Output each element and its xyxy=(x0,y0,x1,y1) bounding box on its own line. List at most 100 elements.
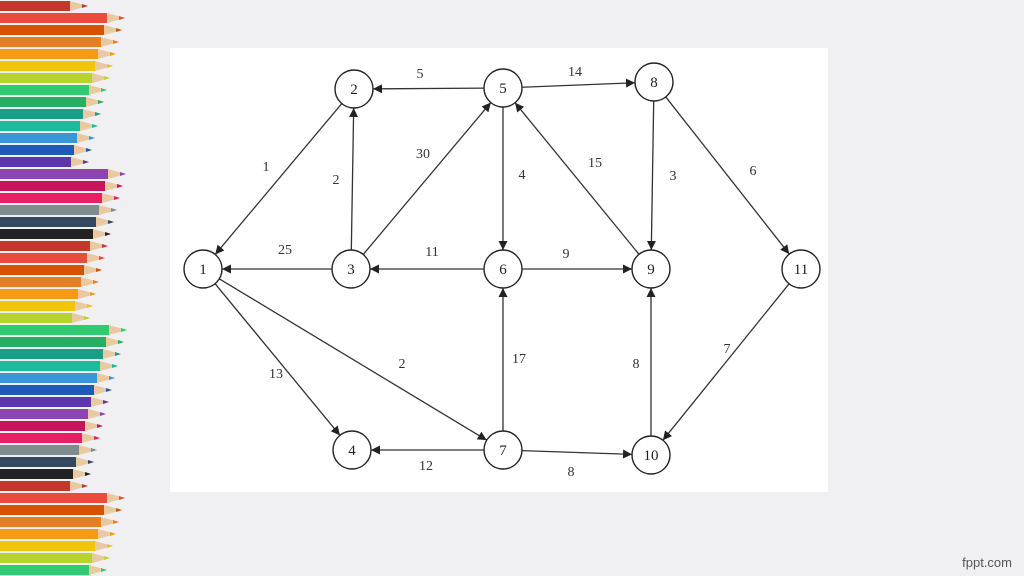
pencil-icon xyxy=(0,13,125,23)
pencil-icon xyxy=(0,373,115,383)
edge-3-to-2 xyxy=(349,107,359,251)
node-circle xyxy=(634,62,674,102)
pencil-icon xyxy=(0,277,99,287)
edge-11-to-10 xyxy=(662,283,790,441)
pencil-icon xyxy=(0,97,104,107)
pencil-icon xyxy=(0,205,117,215)
node-circle xyxy=(483,430,523,470)
pencil-icon xyxy=(0,361,118,371)
edge-weight-3-2: 2 xyxy=(333,173,340,188)
edge-weight-8-11: 6 xyxy=(750,164,757,179)
node-label: 10 xyxy=(644,448,659,464)
pencil-icon xyxy=(0,553,110,563)
pencil-icon xyxy=(0,157,89,167)
pencil-icon xyxy=(0,193,120,203)
edge-weight-3-5: 30 xyxy=(416,147,430,162)
pencil-icon xyxy=(0,301,93,311)
edge-8-to-11 xyxy=(665,96,790,255)
pencil-icon xyxy=(0,109,101,119)
pencil-icon xyxy=(0,349,121,359)
pencil-icon xyxy=(0,121,98,131)
node-label: 5 xyxy=(499,81,507,97)
pencil-icon xyxy=(0,517,119,527)
edge-weight-5-6: 4 xyxy=(519,168,526,183)
pencil-icon xyxy=(0,289,96,299)
edge-5-to-2 xyxy=(372,84,485,94)
node-circle xyxy=(483,68,523,108)
edge-weight-6-9: 9 xyxy=(563,247,570,262)
node-10: 10 xyxy=(631,435,671,475)
edge-weight-9-5: 15 xyxy=(588,156,602,171)
node-1: 1 xyxy=(183,249,223,289)
edge-2-to-1 xyxy=(214,103,343,255)
node-label: 11 xyxy=(794,262,808,278)
edge-1-to-4 xyxy=(214,283,341,436)
pencil-icon xyxy=(0,313,90,323)
node-circle xyxy=(334,69,374,109)
pencil-icon xyxy=(0,253,105,263)
pencil-icon xyxy=(0,421,103,431)
node-11: 11 xyxy=(781,249,821,289)
pencil-icon xyxy=(0,169,126,179)
node-circle xyxy=(331,249,371,289)
pencil-icon xyxy=(0,229,111,239)
pencil-icon xyxy=(0,529,116,539)
pencil-icon xyxy=(0,541,113,551)
edge-weight-1-7: 2 xyxy=(399,357,406,372)
pencil-icon xyxy=(0,445,97,455)
node-9: 9 xyxy=(631,249,671,289)
pencil-icon xyxy=(0,409,106,419)
pencil-icon xyxy=(0,73,110,83)
node-7: 7 xyxy=(483,430,523,470)
pencil-icon xyxy=(0,337,124,347)
node-circle xyxy=(781,249,821,289)
node-label: 3 xyxy=(347,262,355,278)
edge-weight-3-1: 25 xyxy=(278,243,292,258)
edge-weight-6-3: 11 xyxy=(425,245,438,260)
node-label: 1 xyxy=(199,262,207,278)
pencil-icon xyxy=(0,469,91,479)
pencil-icon xyxy=(0,433,100,443)
node-circle xyxy=(183,249,223,289)
pencil-icon xyxy=(0,325,127,335)
node-label: 8 xyxy=(650,75,658,91)
edge-1-to-7 xyxy=(218,278,488,441)
edge-weight-5-2: 5 xyxy=(417,67,424,82)
edge-5-to-8 xyxy=(521,78,636,88)
edge-weight-10-9: 8 xyxy=(633,357,640,372)
watermark-text: fppt.com xyxy=(962,555,1012,570)
edge-weight-7-6: 17 xyxy=(512,352,526,367)
edge-weight-11-10: 7 xyxy=(724,342,731,357)
node-4: 4 xyxy=(332,430,372,470)
pencil-icon xyxy=(0,145,92,155)
edge-weight-2-1: 1 xyxy=(263,160,270,175)
node-5: 5 xyxy=(483,68,523,108)
node-circle xyxy=(483,249,523,289)
pencil-icon xyxy=(0,457,94,467)
pencil-icon xyxy=(0,385,112,395)
pencil-icon xyxy=(0,505,122,515)
pencil-icon xyxy=(0,25,122,35)
edge-3-to-5 xyxy=(362,102,492,255)
pencil-icon xyxy=(0,217,114,227)
edge-weight-7-10: 8 xyxy=(568,465,575,480)
pencil-icon xyxy=(0,133,95,143)
pencil-icon xyxy=(0,493,125,503)
node-3: 3 xyxy=(331,249,371,289)
edge-weight-7-4: 12 xyxy=(419,459,433,474)
edges xyxy=(214,78,790,459)
pencil-icon xyxy=(0,37,119,47)
pencil-icon xyxy=(0,61,113,71)
edge-weight-5-8: 14 xyxy=(568,65,582,80)
pencil-icon xyxy=(0,481,88,491)
pencil-icon xyxy=(0,397,109,407)
edge-weight-1-4: 13 xyxy=(269,367,283,382)
node-circle xyxy=(631,435,671,475)
node-label: 7 xyxy=(499,443,507,459)
node-label: 2 xyxy=(350,82,358,98)
edge-9-to-5 xyxy=(514,102,640,255)
